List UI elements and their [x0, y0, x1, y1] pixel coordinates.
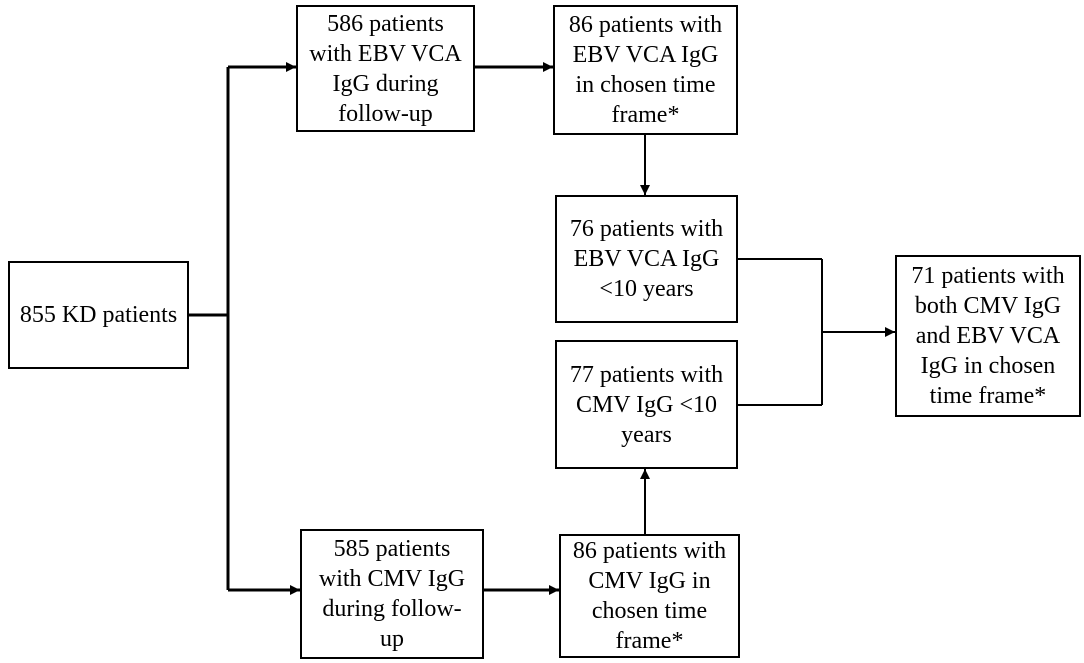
node-ebv-timeframe: 86 patients with EBV VCA IgG in chosen t…: [553, 5, 738, 135]
node-ebv-under10: 76 patients with EBV VCA IgG <10 years: [555, 195, 738, 323]
node-cmv-under10: 77 patients with CMV IgG <10 years: [555, 340, 738, 469]
node-cmv-timeframe: 86 patients with CMV IgG in chosen time …: [559, 534, 740, 658]
node-both-igg: 71 patients with both CMV IgG and EBV VC…: [895, 255, 1081, 417]
node-kd-patients: 855 KD patients: [8, 261, 189, 369]
node-ebv-followup: 586 patients with EBV VCA IgG during fol…: [296, 5, 475, 132]
node-cmv-followup: 585 patients with CMV IgG during follow-…: [300, 529, 484, 659]
